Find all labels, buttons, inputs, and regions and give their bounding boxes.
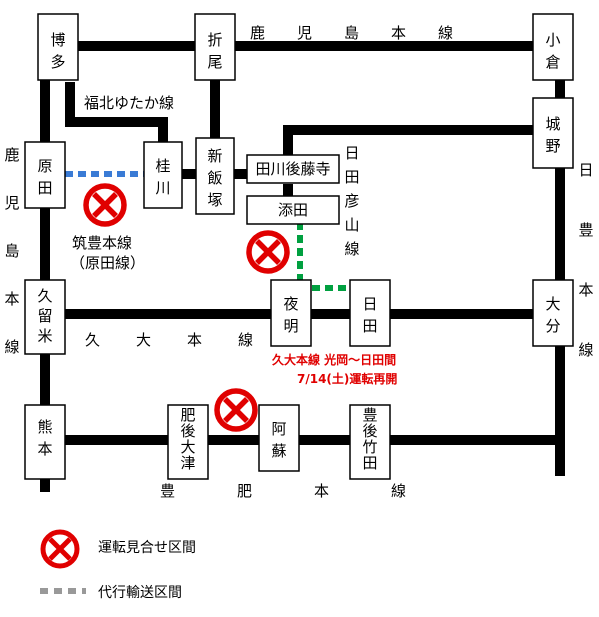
station-shiniizuka-label: 新飯塚 bbox=[207, 147, 222, 209]
station-jono-box bbox=[532, 97, 574, 169]
station-soeda-label: 添田 bbox=[278, 201, 308, 219]
station-kurume-label: 久留米 bbox=[37, 287, 52, 345]
station-hita-label: 日田 bbox=[362, 295, 377, 335]
station-keisen-label: 桂川 bbox=[155, 157, 170, 197]
station-harada-label: 原田 bbox=[37, 157, 52, 197]
legend-suspended: 運転見合せ区間 bbox=[38, 527, 298, 569]
chikuho-line-label: 筑豊本線 bbox=[72, 234, 132, 252]
kyudai-line-label: 久大本線 bbox=[85, 331, 289, 349]
station-tagawagotoji-label: 田川後藤寺 bbox=[255, 160, 330, 178]
station-kokura-label: 小倉 bbox=[545, 31, 560, 71]
suspended-marker-icon bbox=[40, 529, 80, 569]
station-higoozu-label: 肥後大津 bbox=[180, 406, 195, 472]
station-harada-box bbox=[24, 141, 66, 209]
fukuhoku-line bbox=[65, 82, 168, 150]
chikuho-line-sublabel: （原田線） bbox=[70, 254, 145, 272]
suspended-marker-hohi bbox=[214, 388, 258, 432]
legend-suspended-label: 運転見合せ区間 bbox=[98, 540, 196, 556]
hohi-line-label: 豊肥本線 bbox=[160, 482, 468, 500]
station-jono-label: 城野 bbox=[545, 115, 560, 155]
suspended-marker-hitahikosan bbox=[246, 230, 290, 274]
legend-substitute: 代行輸送区間 bbox=[38, 572, 298, 612]
station-hakata-box bbox=[37, 13, 79, 81]
suspended-marker-chikuho bbox=[83, 183, 127, 227]
reopening-notice-line1: 久大本線 光岡～日田間 bbox=[272, 352, 396, 367]
nippo-line-label: 日豊本線 bbox=[578, 161, 593, 359]
station-kumamoto-label: 熊本 bbox=[37, 418, 52, 458]
station-kurume-box bbox=[24, 279, 66, 355]
station-oita-box bbox=[532, 279, 574, 347]
station-bungotaketa-label: 豊後竹田 bbox=[362, 406, 377, 472]
station-bungotaketa-box bbox=[349, 404, 391, 480]
station-oriyo-box bbox=[194, 13, 236, 81]
legend-substitute-label: 代行輸送区間 bbox=[98, 585, 182, 601]
station-oita-label: 大分 bbox=[545, 295, 560, 335]
station-shiniizuka-box bbox=[195, 137, 235, 215]
station-aso-label: 阿蘇 bbox=[271, 420, 286, 460]
station-higoozu-box bbox=[167, 404, 209, 480]
station-soeda-box bbox=[246, 195, 340, 225]
hitahikosan-line-label: 日田彦山線 bbox=[344, 144, 359, 258]
station-tagawagotoji-box bbox=[246, 154, 340, 184]
fukuhoku-line-label: 福北ゆたか線 bbox=[84, 94, 174, 112]
hitahikosan-line bbox=[283, 125, 540, 155]
reopening-notice-line2: 7/14(土)運転再開 bbox=[297, 371, 397, 386]
station-hakata-label: 博多 bbox=[50, 31, 65, 71]
station-aso-box bbox=[258, 404, 300, 472]
station-hita-box bbox=[349, 279, 391, 347]
station-yoake-box bbox=[270, 279, 312, 347]
station-keisen-box bbox=[143, 141, 183, 209]
station-oriyo-label: 折尾 bbox=[207, 31, 222, 71]
kagoshima-line-left-label: 鹿児島本線 bbox=[4, 146, 19, 356]
station-yoake-label: 夜明 bbox=[283, 295, 298, 335]
station-kumamoto-box bbox=[24, 404, 66, 480]
kagoshima-line-top-label: 鹿児島本線 bbox=[250, 24, 485, 42]
station-kokura-box bbox=[532, 13, 574, 81]
substitute-bus-icon bbox=[40, 588, 86, 594]
